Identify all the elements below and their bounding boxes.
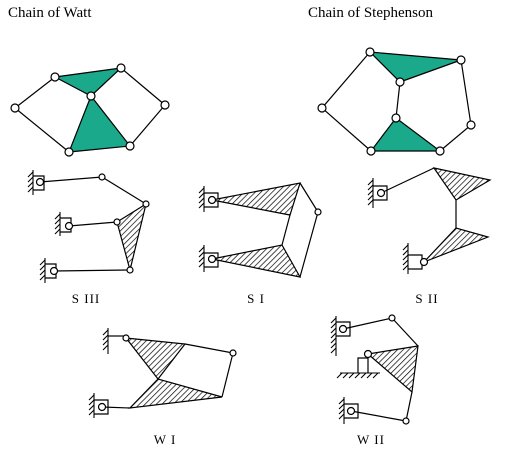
mechanism-s3 [27, 170, 150, 283]
label-w1: W I [153, 432, 177, 447]
stephenson-ternary-link-bottom [369, 117, 442, 152]
label-s3: S III [71, 291, 101, 306]
mechanism-s2 [367, 167, 492, 274]
mechanism-w2 [330, 314, 419, 425]
label-w2: W II [357, 432, 385, 447]
mechanism-s1 [198, 182, 322, 278]
watt-ternary-link-bottom [68, 94, 132, 153]
stephenson-ternary-link-top [368, 51, 462, 83]
watt-chain-title: Chain of Watt [8, 5, 92, 21]
label-s1: S I [247, 291, 265, 306]
label-s2: S II [415, 291, 439, 306]
watt-chain [10, 63, 170, 157]
watt-ternary-link-top [53, 67, 123, 97]
stephenson-chain [317, 47, 476, 156]
mechanism-w1 [88, 328, 237, 418]
stephenson-chain-title: Chain of Stephenson [308, 5, 433, 21]
